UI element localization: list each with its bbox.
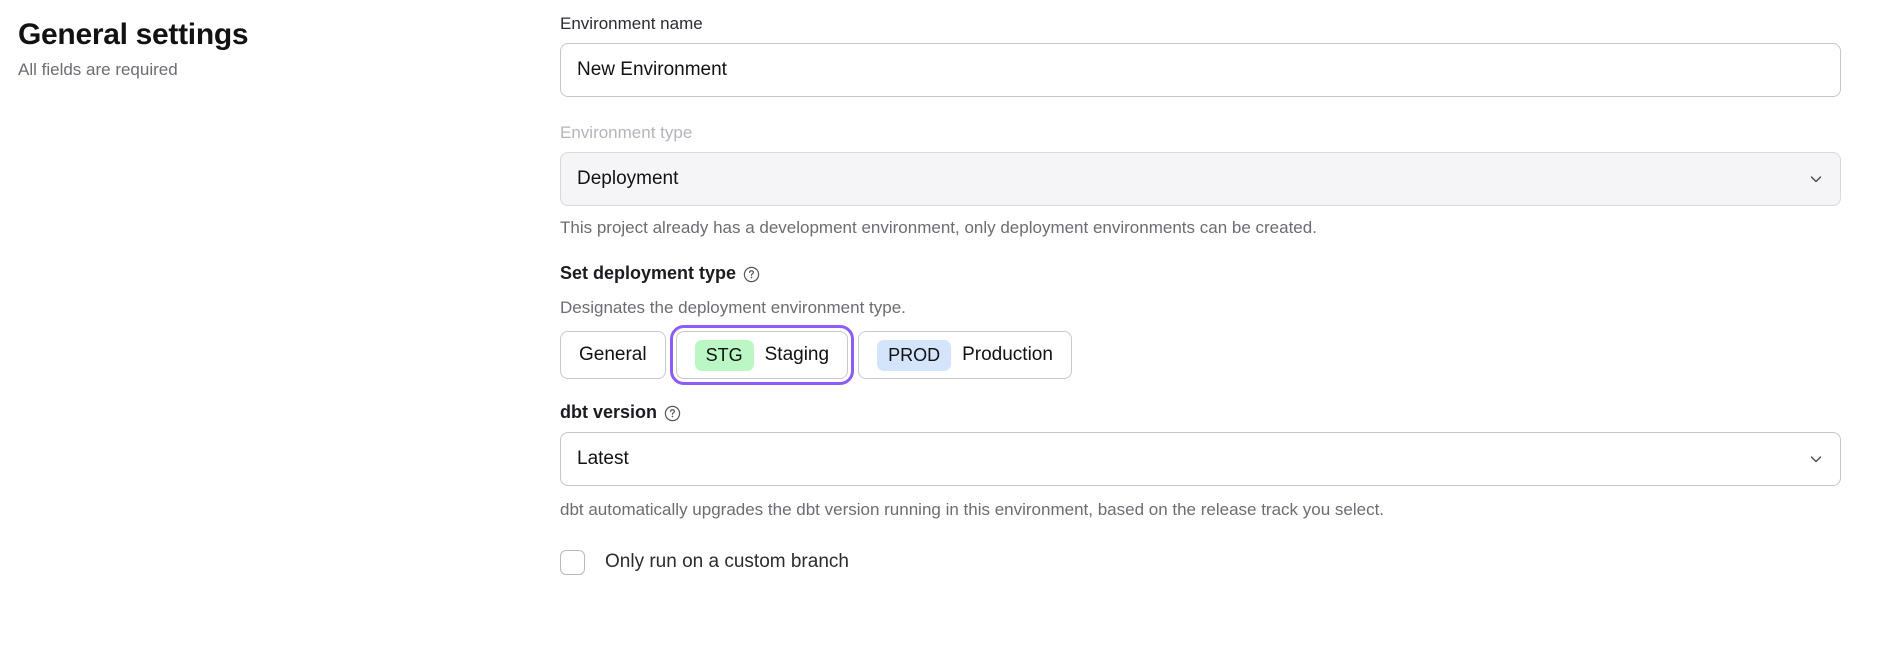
deployment-type-option-general-label: General: [579, 344, 647, 365]
settings-form: Environment name New Environment Environ…: [560, 12, 1841, 575]
deployment-type-option-production-label: Production: [962, 344, 1053, 365]
deployment-type-options: General STG Staging PROD Production: [560, 325, 1841, 385]
page-title: General settings: [18, 18, 249, 51]
stg-badge: STG: [694, 339, 754, 371]
question-circle-icon[interactable]: [664, 405, 681, 422]
question-circle-icon[interactable]: [743, 266, 760, 283]
dbt-version-select[interactable]: Latest: [560, 432, 1841, 486]
environment-type-select[interactable]: Deployment: [560, 152, 1841, 206]
page-subtitle: All fields are required: [18, 60, 178, 79]
deployment-type-field-group: Set deployment type Designates the deplo…: [560, 260, 1841, 385]
deployment-type-option-staging[interactable]: STG Staging: [669, 325, 855, 385]
dbt-version-field-group: dbt version Latest dbt automatica: [560, 399, 1841, 522]
chevron-down-icon: [1808, 451, 1824, 467]
deployment-type-option-general[interactable]: General: [560, 331, 666, 379]
deployment-type-label: Set deployment type: [560, 260, 760, 286]
environment-name-field-group: Environment name New Environment: [560, 12, 1841, 97]
environment-type-field-group: Environment type Deployment This project…: [560, 121, 1841, 240]
environment-name-input[interactable]: New Environment: [560, 43, 1841, 97]
environment-type-help-text: This project already has a development e…: [560, 218, 1317, 237]
custom-branch-field-group: Only run on a custom branch: [560, 549, 1841, 575]
dbt-version-label-text: dbt version: [560, 402, 658, 422]
deployment-type-label-text: Set deployment type: [560, 263, 737, 283]
environment-name-label: Environment name: [560, 14, 703, 33]
deployment-type-description: Designates the deployment environment ty…: [560, 298, 906, 317]
dbt-version-label: dbt version: [560, 399, 681, 425]
environment-type-value: Deployment: [577, 168, 679, 189]
prod-badge: PROD: [877, 339, 952, 371]
deployment-type-option-production[interactable]: PROD Production: [858, 331, 1072, 379]
dbt-version-value: Latest: [577, 448, 629, 469]
custom-branch-checkbox[interactable]: [560, 549, 585, 575]
deployment-type-option-staging-label: Staging: [764, 344, 830, 365]
environment-name-value: New Environment: [577, 59, 727, 80]
chevron-down-icon: [1808, 171, 1824, 187]
environment-type-label: Environment type: [560, 123, 693, 142]
custom-branch-label: Only run on a custom branch: [605, 551, 849, 572]
dbt-version-help-text: dbt automatically upgrades the dbt versi…: [560, 500, 1385, 519]
settings-header: General settings All fields are required: [18, 16, 518, 82]
